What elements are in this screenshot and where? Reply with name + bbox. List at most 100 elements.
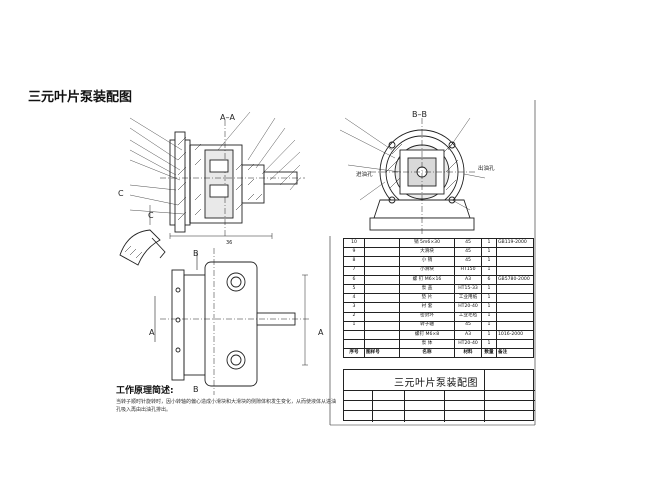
bom-cell xyxy=(496,293,534,304)
bom-cell xyxy=(496,283,534,295)
bom-cell: 工业毛毡 xyxy=(454,311,482,322)
bom-cell xyxy=(364,329,400,341)
bom-cell: HT20-40 xyxy=(454,302,482,313)
bom-cell: 工业用纸 xyxy=(454,293,482,304)
bom-cell: 1 xyxy=(481,302,497,313)
view-c-detail xyxy=(119,205,166,266)
bom-cell: 1 xyxy=(343,320,365,331)
bom-cell: 1 xyxy=(481,283,497,295)
bom-cell: 销 5m6×30 xyxy=(399,237,455,249)
bom-cell: 45 xyxy=(454,247,482,258)
bom-cell: 1 xyxy=(481,320,497,331)
bom-cell: 垫 片 xyxy=(399,293,455,304)
bom-cell: 7 xyxy=(343,265,365,276)
bom-cell: 9 xyxy=(343,247,365,258)
bom-cell xyxy=(364,320,400,331)
bom-cell: 泵 盖 xyxy=(399,283,455,295)
bom-cell: 6 xyxy=(343,274,365,285)
bom-cell: 1 xyxy=(481,311,497,322)
dim-36: 36 xyxy=(226,240,232,246)
bom-cell xyxy=(364,293,400,304)
label-c1: C xyxy=(118,189,124,198)
bom-cell: A3 xyxy=(454,329,482,341)
label-inlet: 进油孔 xyxy=(356,170,373,178)
sheet-frame xyxy=(329,100,536,426)
bom-cell xyxy=(364,339,400,350)
bom-cell: HT20-40 xyxy=(454,339,482,350)
section-bb-view xyxy=(339,117,486,236)
bom-cell: 转子轴 xyxy=(399,320,455,331)
bom-cell: 材料 xyxy=(454,348,482,359)
bom-cell: 1 xyxy=(481,256,497,267)
label-outlet: 出油孔 xyxy=(478,164,495,172)
bom-cell: 数量 xyxy=(481,348,497,359)
bom-cell: 45 xyxy=(454,256,482,267)
page-title: 三元叶片泵装配图 xyxy=(28,90,133,105)
bom-cell xyxy=(496,302,534,313)
bom-cell xyxy=(496,311,534,322)
label-a-left: A xyxy=(149,328,155,337)
label-bb: B–B xyxy=(412,110,427,119)
label-c2: C xyxy=(148,211,154,220)
bom-cell: HT150 xyxy=(454,265,482,276)
bom-cell: 螺钉 M6×8 xyxy=(399,329,455,341)
bom-cell: GB119-2000 xyxy=(496,237,534,249)
bom-cell xyxy=(496,247,534,258)
label-b-bottom: B xyxy=(193,385,199,394)
bom-cell: 1 xyxy=(481,329,497,341)
bom-cell: 2 xyxy=(343,311,365,322)
bom-cell xyxy=(343,339,365,350)
bom-cell: 名称 xyxy=(399,348,455,359)
bom-cell: 1 xyxy=(481,247,497,258)
title-block-name: 三元叶片泵装配图 xyxy=(394,378,478,389)
title-block: 三元叶片泵装配图 xyxy=(343,369,535,422)
label-aa: A–A xyxy=(220,113,235,122)
bom-cell: 45 xyxy=(454,320,482,331)
bom-cell: 小滑块 xyxy=(399,265,455,276)
bom-cell xyxy=(364,302,400,313)
bom-cell xyxy=(343,329,365,341)
bom-cell xyxy=(364,265,400,276)
bom-cell: 1 xyxy=(481,293,497,304)
bom-cell: HT15-33 xyxy=(454,283,482,295)
bom-cell: 1 xyxy=(481,265,497,276)
bom-cell xyxy=(364,237,400,249)
bom-cell: 泵 体 xyxy=(399,339,455,350)
bom-header-row: 序号图样号名称材料数量备注 xyxy=(343,348,534,359)
section-aa-view xyxy=(129,111,305,239)
bom-cell: 1 xyxy=(481,237,497,249)
bom-cell: 密封环 xyxy=(399,311,455,322)
bom-cell: 1 xyxy=(481,339,497,350)
bom-cell: 3 xyxy=(343,302,365,313)
bom-cell: 衬 套 xyxy=(399,302,455,313)
bom-cell: 8 xyxy=(343,256,365,267)
bom-cell xyxy=(364,256,400,267)
bom-cell: 6 xyxy=(481,274,497,285)
bom-cell: 小 销 xyxy=(399,256,455,267)
work-principle-title: 工作原理简述: xyxy=(116,386,174,396)
bom-cell: A3 xyxy=(454,274,482,285)
bom-cell: 5 xyxy=(343,283,365,295)
bom-cell xyxy=(496,339,534,350)
bom-cell: 45 xyxy=(454,237,482,249)
bom-cell: GB5780-2000 xyxy=(496,274,534,285)
bom-cell: 4 xyxy=(343,293,365,304)
bom-cell: 10 xyxy=(343,237,365,249)
bom-cell xyxy=(364,247,400,258)
bom-cell xyxy=(364,283,400,295)
bom-cell: 大滑块 xyxy=(399,247,455,258)
bom-cell: 备注 xyxy=(496,348,534,359)
